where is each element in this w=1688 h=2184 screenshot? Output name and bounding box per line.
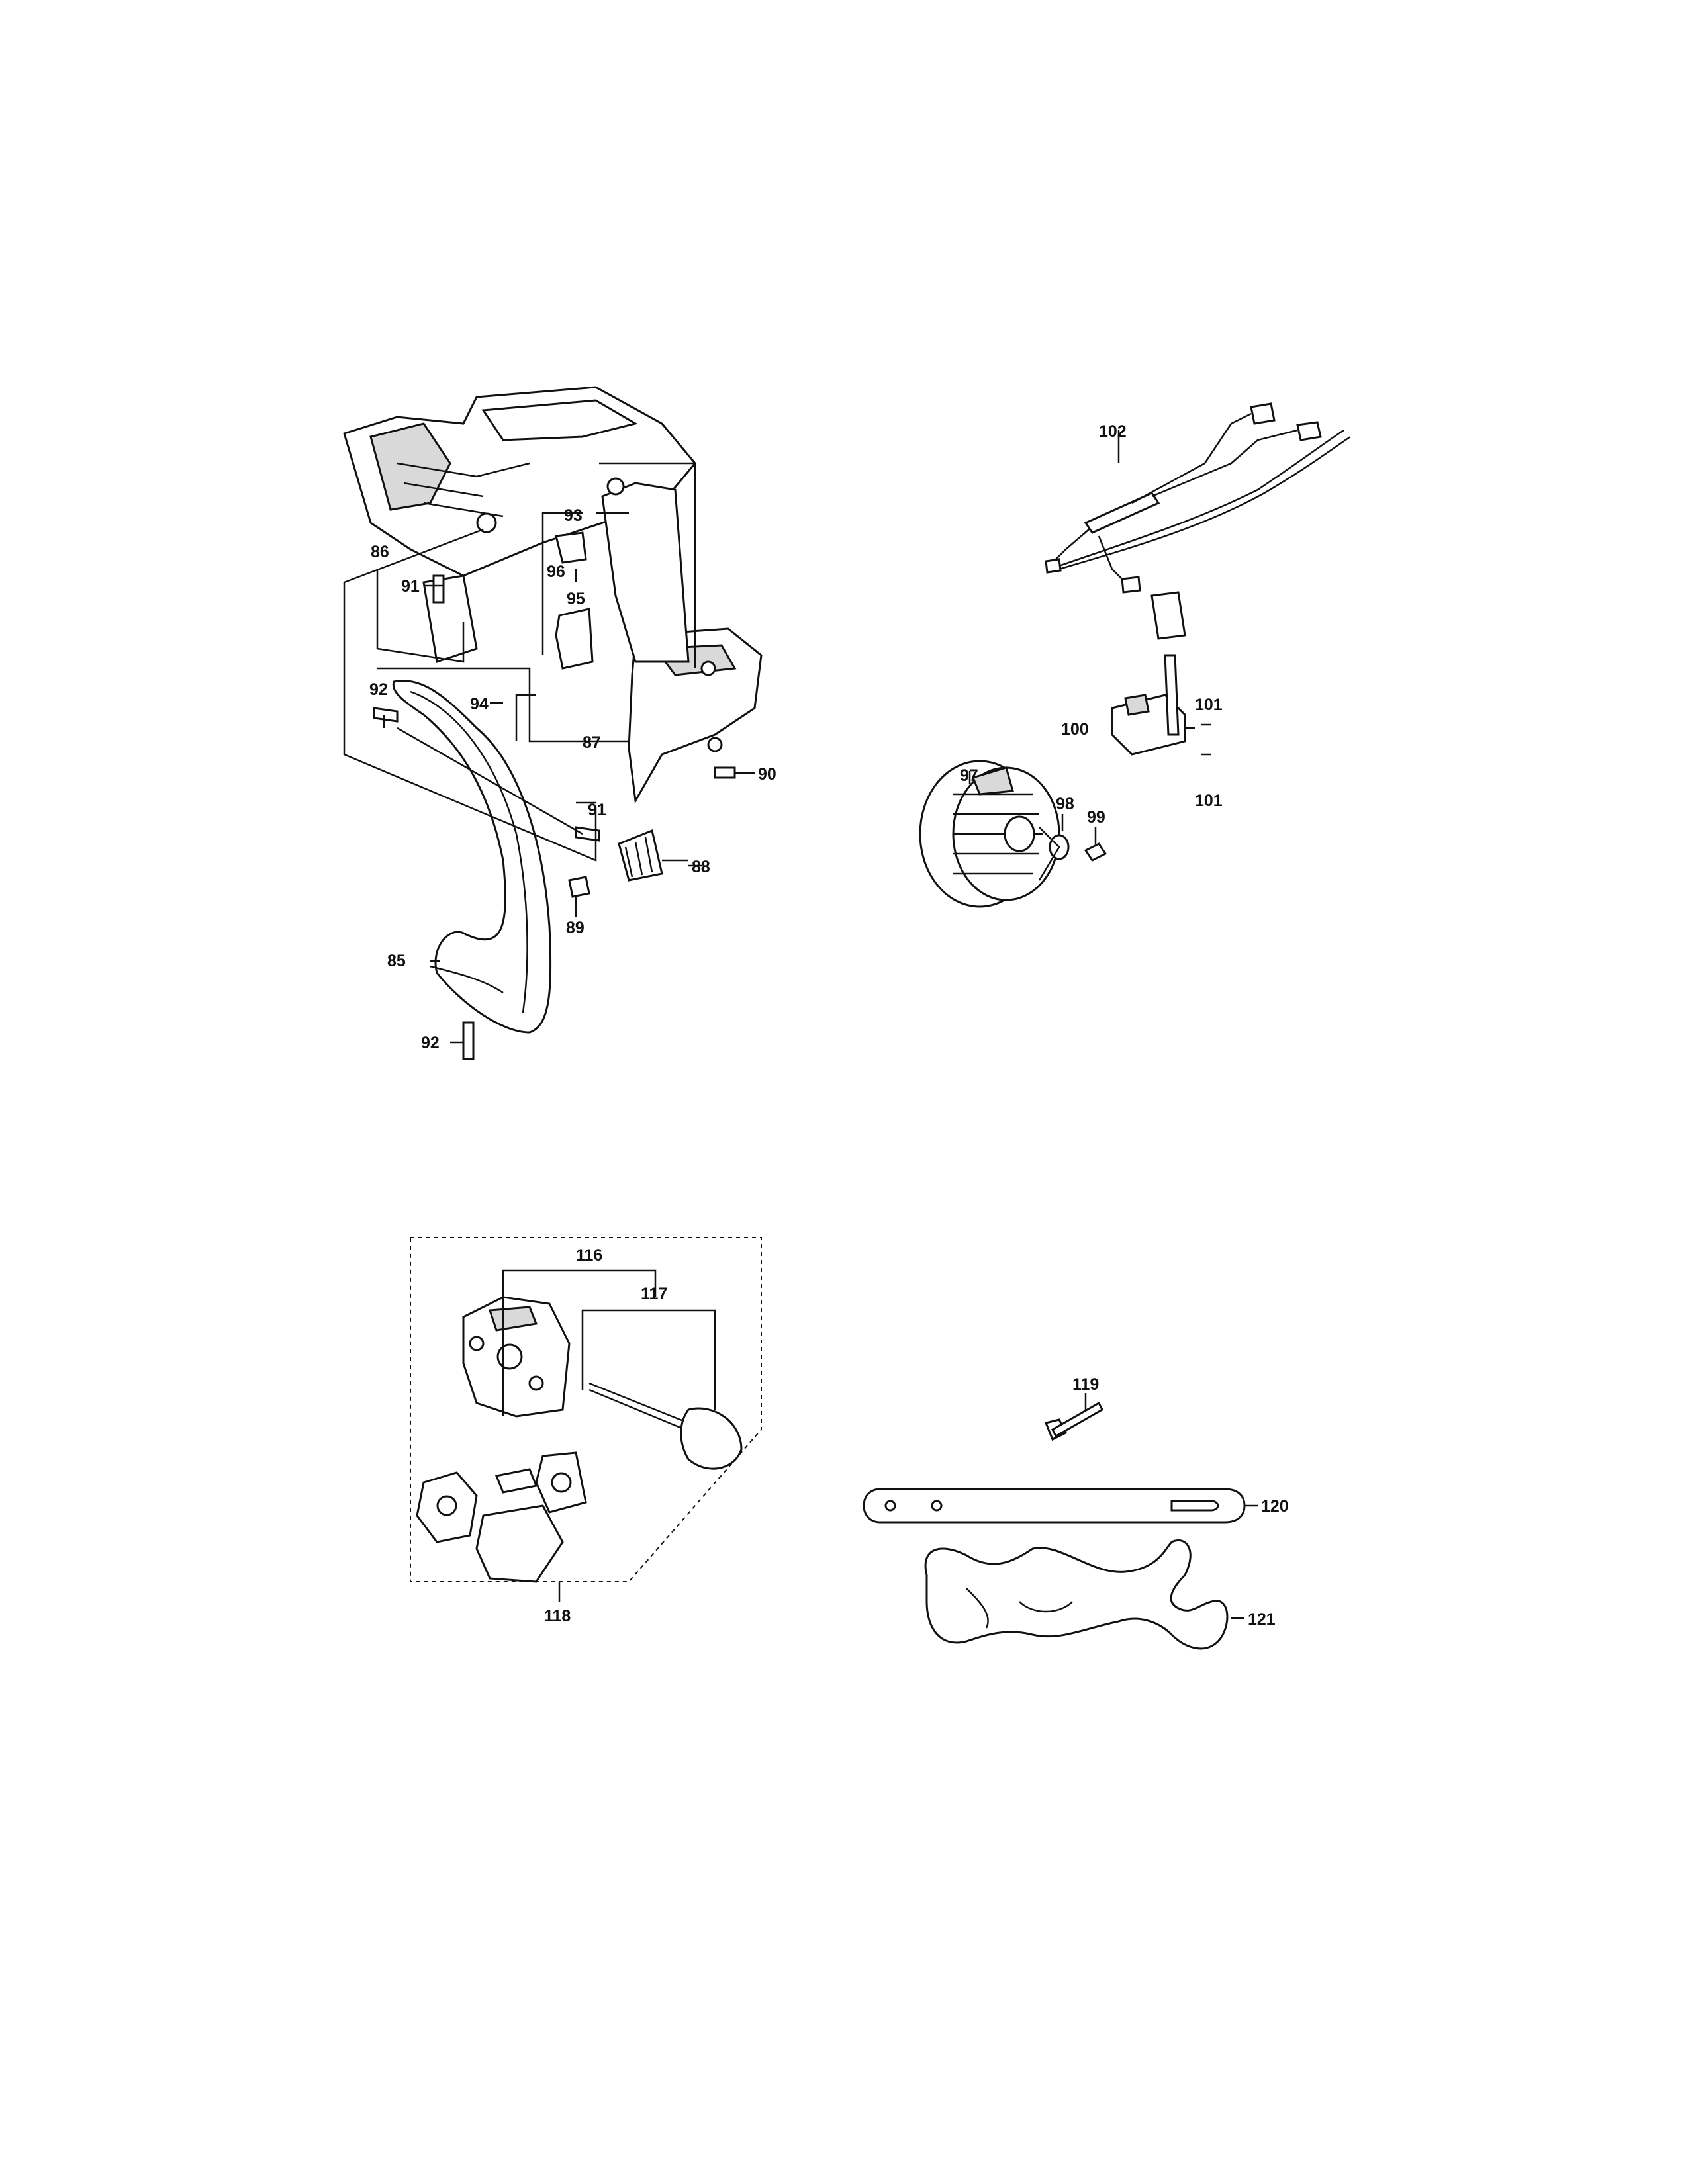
callout-118: 118 [544, 1607, 571, 1625]
wire-harness [1045, 402, 1351, 594]
carburetor [462, 1269, 657, 1418]
callout-97: 97 [960, 766, 978, 785]
saw-chain [924, 1539, 1244, 1650]
callout-86: 86 [371, 543, 389, 561]
callout-102: 102 [1099, 422, 1127, 441]
callout-116: 116 [576, 1246, 602, 1265]
callout-96: 96 [547, 563, 565, 581]
callout-120: 120 [1261, 1497, 1289, 1516]
callout-93: 93 [564, 506, 583, 525]
front-handle [392, 680, 552, 1034]
callout-117: 117 [641, 1285, 667, 1303]
callout-90: 90 [758, 765, 776, 784]
callout-101-top: 101 [1195, 696, 1223, 714]
callout-92-bottom: 92 [421, 1034, 440, 1052]
callout-91-mid: 91 [588, 801, 606, 819]
callout-100: 100 [1061, 720, 1089, 739]
flywheel [919, 760, 1107, 908]
callout-95: 95 [567, 590, 585, 608]
callout-88: 88 [692, 858, 710, 876]
callout-121: 121 [1248, 1610, 1276, 1629]
side-cover [601, 477, 763, 804]
callout-89: 89 [566, 919, 585, 937]
small-parts-left [373, 531, 736, 1060]
callout-99: 99 [1087, 808, 1105, 827]
callout-98: 98 [1056, 795, 1074, 813]
ignition-module [1111, 591, 1186, 756]
gaskets [416, 1451, 587, 1583]
callout-92-top: 92 [369, 680, 388, 699]
callout-119: 119 [1072, 1375, 1099, 1394]
callout-101-bottom: 101 [1195, 792, 1223, 810]
callout-91-top: 91 [401, 577, 420, 596]
guide-bar [863, 1488, 1258, 1524]
carburetor-kit-border [410, 1237, 762, 1582]
bar-tool [1044, 1393, 1103, 1441]
primer-bulb [581, 1309, 743, 1470]
callout-85: 85 [387, 952, 406, 970]
callout-94: 94 [470, 695, 489, 713]
leader-lines-left [343, 462, 755, 1044]
leader-lines-ignition [968, 430, 1211, 844]
callout-87: 87 [583, 733, 601, 752]
